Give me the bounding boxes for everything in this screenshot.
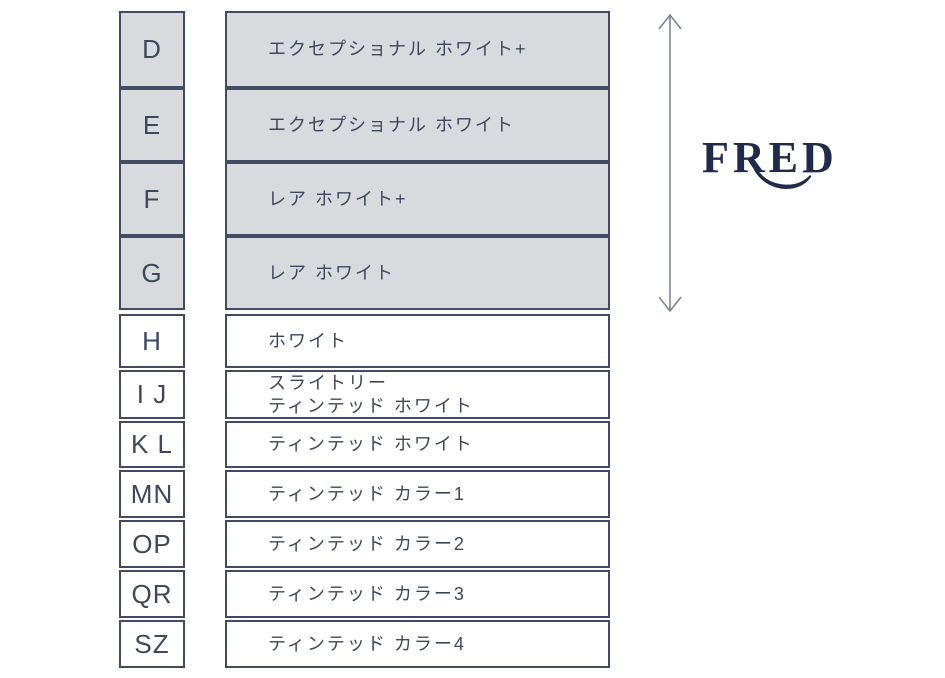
grade-letter: G [141,257,163,288]
grade-name-label: レア ホワイト+ [268,188,408,209]
grade-letter: H [142,325,162,356]
grade-cell-D: D [119,11,185,88]
grade-letter: D [142,34,162,64]
fred-wordmark-icon: FRED [702,133,838,190]
fred-logo: FRED [699,132,841,192]
grade-cell-SZ: SZ [119,620,185,668]
grade-letter: OP [132,528,172,559]
grade-cell-E: E [119,88,185,162]
grade-cell-KL: K L [119,421,185,468]
label-cell-E: エクセプショナル ホワイト [225,88,610,162]
grade-cell-OP: OP [119,520,185,568]
double-headed-vertical-arrow-icon [658,13,682,313]
grade-cell-QR: QR [119,570,185,618]
grade-cell-F: F [119,162,185,236]
grade-cell-H: H [119,314,185,368]
fred-logo-text: FRED [702,133,838,182]
label-cell-D: エクセプショナル ホワイト+ [225,11,610,88]
fred-logo-swash [754,167,812,190]
grade-name-label: ティンテッド カラー1 [268,483,466,504]
grade-name-label: エクセプショナル ホワイト [268,114,515,135]
grade-letter: SZ [134,628,170,659]
grade-name-label: ホワイト [268,330,348,351]
grade-letter: K L [130,429,174,459]
grade-name-label: レア ホワイト [268,262,396,283]
label-cell-SZ: ティンテッド カラー4 [225,620,610,668]
label-cell-G: レア ホワイト [225,236,610,310]
grade-letter: QR [131,578,173,609]
grade-name-label: スライトリーティンテッド ホワイト [268,372,474,416]
grade-name-label: ティンテッド カラー3 [268,583,466,604]
label-cell-KL: ティンテッド ホワイト [225,421,610,468]
label-cell-QR: ティンテッド カラー3 [225,570,610,618]
grade-name-label: ティンテッド ホワイト [268,434,474,454]
label-cell-MN: ティンテッド カラー1 [225,470,610,518]
grade-cell-IJ: I J [119,370,185,419]
grade-cell-MN: MN [119,470,185,518]
grade-name-label: エクセプショナル ホワイト+ [268,39,528,59]
grade-name-label: ティンテッド カラー2 [268,533,466,554]
label-cell-OP: ティンテッド カラー2 [225,520,610,568]
grade-letter: I J [136,379,168,409]
label-cell-F: レア ホワイト+ [225,162,610,236]
grade-letter: MN [130,478,174,509]
label-cell-H: ホワイト [225,314,610,368]
premium-range-arrow [657,12,683,314]
grade-column: D E F G H I J K L MN OP QR SZ [119,11,185,668]
grade-letter: E [142,109,162,140]
grade-letter: F [143,183,161,214]
label-column: エクセプショナル ホワイト+ エクセプショナル ホワイトレア ホワイト+ レア ホワ… [225,11,610,668]
grade-name-label: ティンテッド カラー4 [268,633,466,654]
label-cell-IJ: スライトリーティンテッド ホワイト [225,370,610,419]
grade-cell-G: G [119,236,185,310]
